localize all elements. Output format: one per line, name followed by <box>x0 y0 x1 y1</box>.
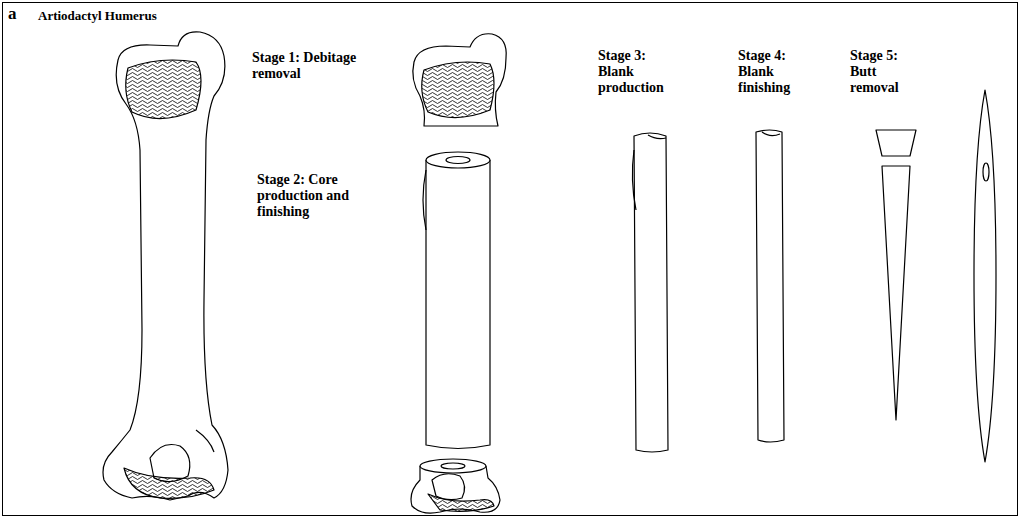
panel-letter: a <box>8 4 17 24</box>
stage-label: Stage 2: Core production and finishing <box>257 172 375 220</box>
stage-label: Stage 1: Debitage removal <box>252 50 370 82</box>
stage-label: Stage 3: Blank production <box>598 48 680 96</box>
stage-label: Stage 5: Butt removal <box>850 48 916 96</box>
diagram-title: Artiodactyl Humerus <box>38 9 157 24</box>
stage-label: Stage 4: Blank finishing <box>738 48 810 96</box>
